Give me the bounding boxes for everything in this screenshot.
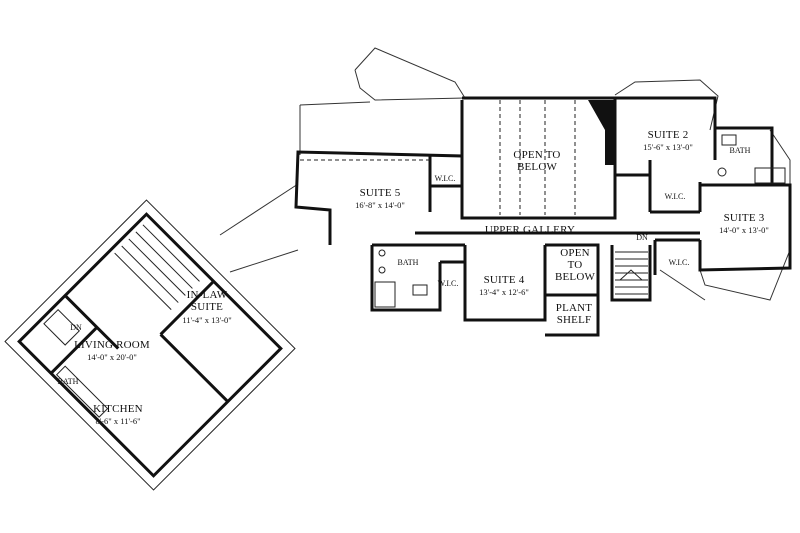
roof-outline: [219, 47, 791, 301]
suite4-dim: 13'-4" x 12'-6": [479, 287, 529, 297]
suite4-name: SUITE 4: [484, 274, 525, 286]
inlaw-l2: SUITE: [191, 301, 223, 313]
ceiling-beams: [300, 100, 576, 215]
suite2-wic: W.I.C.: [665, 192, 686, 201]
inlaw-l1: IN-LAW: [187, 289, 228, 301]
suite5-dim: 16'-8" x 14'-0": [355, 200, 405, 210]
inlaw-bath: BATH: [58, 377, 79, 386]
suite2-dim: 15'-6" x 13'-0": [643, 142, 693, 152]
suite4-wic: W.I.C.: [438, 279, 459, 288]
fireplace: [588, 100, 615, 165]
inlaw-dim: 11'-4" x 13'-0": [182, 315, 231, 325]
main-stair: [615, 251, 648, 295]
plant-shelf-l2: SHELF: [557, 314, 592, 326]
suite3-name: SUITE 3: [724, 212, 765, 224]
open-small-l2: TO: [568, 259, 583, 271]
living-dim: 14'-0" x 20'-0": [87, 352, 137, 362]
living-name: LIVING ROOM: [74, 339, 150, 351]
suite3-wic: W.I.C.: [669, 258, 690, 267]
open-small-l1: OPEN: [560, 247, 590, 259]
main-wing-walls: [294, 96, 792, 337]
inlaw-stair-dn: DN: [70, 323, 82, 332]
inlaw-wing: [4, 199, 296, 491]
suite3-dim: 14'-0" x 13'-0": [719, 225, 769, 235]
kitchen-name: KITCHEN: [93, 403, 143, 415]
suite2-bath: BATH: [730, 146, 751, 155]
plant-shelf-l1: PLANT: [556, 302, 593, 314]
open-main-l1: OPEN TO: [513, 149, 560, 161]
fixtures: [374, 134, 786, 308]
open-main-l2: BELOW: [517, 161, 558, 173]
open-small-l3: BELOW: [555, 271, 596, 283]
main-stair-dn: DN: [636, 233, 648, 242]
kitchen-dim: 8'-6" x 11'-6": [95, 416, 140, 426]
suite5-name: SUITE 5: [360, 187, 401, 199]
gallery-label: UPPER GALLERY: [485, 224, 575, 236]
suite2-name: SUITE 2: [648, 129, 689, 141]
suite5-wic: W.I.C.: [435, 174, 456, 183]
bath-lower: BATH: [398, 258, 419, 267]
